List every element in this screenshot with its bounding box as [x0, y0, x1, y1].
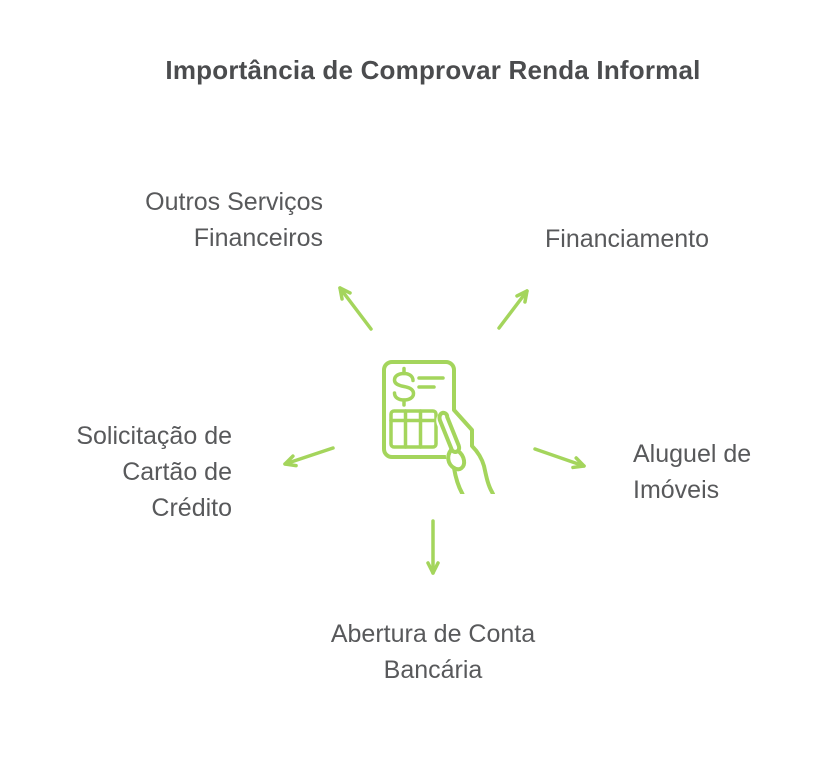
hand-back-contour: [452, 404, 495, 494]
arrow-top-left-icon: [338, 286, 373, 331]
label-line: Bancária: [383, 656, 483, 684]
dollar-sign: [392, 371, 416, 402]
label-line: Outros Serviços: [145, 188, 323, 216]
node-solicitacao-cartao-credito: Solicitação de Cartão de Crédito: [76, 418, 232, 526]
arrow-top-right-icon: [497, 289, 529, 330]
node-aluguel-imoveis: Aluguel de Imóveis: [633, 436, 751, 508]
table-grid: [389, 409, 438, 449]
arrow-left-icon: [283, 446, 335, 468]
label-line: Abertura de Conta: [330, 620, 536, 648]
arrow-right-icon: [533, 447, 586, 470]
hand: [436, 404, 495, 494]
label-line: Financeiros: [193, 224, 323, 252]
label-line: Cartão de: [122, 458, 232, 486]
page-title: Importância de Comprovar Renda Informal: [165, 55, 701, 85]
label-line: Imóveis: [633, 476, 720, 504]
node-outros-servicos-financeiros: Outros Serviços Financeiros: [145, 184, 323, 256]
node-financiamento: Financiamento: [545, 221, 709, 257]
label-line: Aluguel de: [633, 440, 752, 468]
label-line: Crédito: [151, 494, 232, 522]
wrist-line: [452, 466, 465, 494]
node-abertura-conta-bancaria: Abertura de Conta Bancária: [331, 616, 535, 688]
label-line: Solicitação de: [76, 422, 232, 450]
curled-finger: [446, 448, 467, 472]
invoice-in-hand-icon: [382, 360, 495, 494]
label-line: Financiamento: [545, 225, 709, 253]
